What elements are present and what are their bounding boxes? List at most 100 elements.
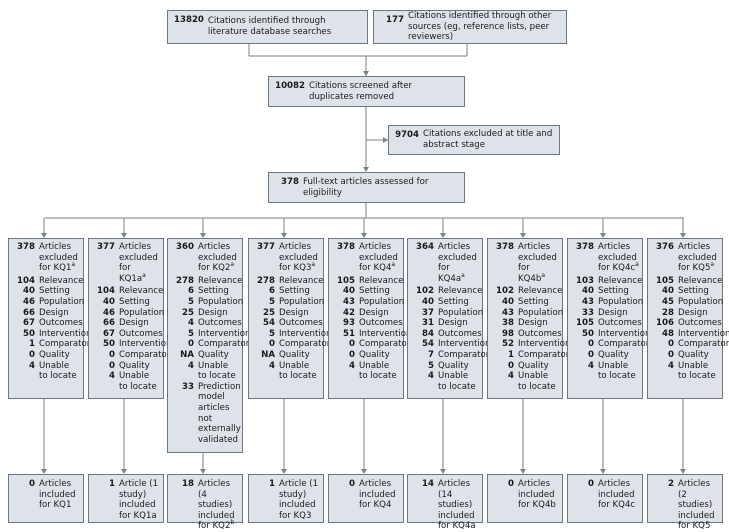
included-count: 14 [422, 479, 434, 489]
exclusion-label: Articles excluded for KQ1a [39, 242, 78, 274]
reason-count: 4 [349, 360, 355, 371]
reason-count: 43 [582, 296, 594, 307]
exclusion-label: Articles excluded for KQ5a [678, 242, 717, 274]
reason-label: Setting [119, 296, 150, 307]
reason-count: 43 [502, 307, 514, 318]
footnote-marker: a [311, 261, 316, 269]
reason-label: Outcomes [438, 328, 482, 339]
reason-count: 33 [182, 381, 194, 392]
reason-count: 278 [176, 275, 194, 286]
exclusion-header: 376 Articles excluded for KQ5a [650, 242, 719, 274]
footnote-marker: a [461, 271, 465, 279]
reason-count: 4 [29, 360, 35, 371]
reason-count: 0 [588, 349, 594, 360]
reason-count: 7 [428, 349, 434, 360]
reason-count: 28 [662, 307, 674, 318]
reason-count: 52 [502, 339, 514, 350]
exclusion-total: 376 [656, 242, 674, 252]
included-text: Articles included for KQ4b [518, 479, 556, 511]
reason-count: 0 [508, 360, 514, 371]
exclusion-total: 377 [97, 242, 115, 252]
reason-label: Design [119, 318, 149, 329]
included-count: 0 [508, 479, 514, 489]
reason-count: 67 [103, 328, 115, 339]
reason-label: Relevance [678, 275, 723, 286]
reason-count: NA [261, 349, 275, 360]
reason-count: 6 [269, 286, 275, 297]
included-count: 18 [182, 479, 194, 489]
reason-count: 25 [182, 307, 194, 318]
reason-count: 98 [502, 328, 514, 339]
excluded-title-text: Citations excluded at title and abstract… [423, 129, 553, 150]
reason-label: Outcomes [678, 318, 722, 329]
exclusion-label: Articles excluded for KQ4a [359, 242, 398, 274]
reason-count: 84 [422, 328, 434, 339]
reason-count: 40 [103, 296, 115, 307]
footnote-marker: b [230, 519, 235, 527]
reason-label: Outcomes [198, 318, 242, 329]
reason-label: Intervention [438, 339, 491, 350]
reason-label: Unable to locate [279, 360, 317, 382]
reason-count: 33 [582, 307, 594, 318]
footnote-marker: a [391, 261, 396, 269]
reason-count: 6 [188, 286, 194, 297]
reason-label: Intervention [359, 328, 412, 339]
reason-count: 4 [428, 371, 434, 382]
reason-label: Design [39, 307, 69, 318]
reason-count: 278 [257, 275, 275, 286]
reason-label: Outcomes [39, 318, 83, 329]
reason-label: Unable to locate [198, 360, 236, 382]
reason-count: 54 [263, 318, 275, 329]
reason-label: Intervention [119, 339, 172, 350]
included-count: 1 [109, 479, 115, 489]
reason-label: Population [438, 307, 484, 318]
reason-count: 0 [269, 339, 275, 350]
reason-label: Setting [39, 286, 70, 297]
exclusion-label: Articles excluded for KQ3a [279, 242, 318, 274]
reason-count: 4 [508, 371, 514, 382]
reason-count: 50 [23, 328, 35, 339]
reason-count: 0 [109, 349, 115, 360]
reason-count: 67 [23, 318, 35, 329]
reason-count: 40 [502, 296, 514, 307]
reason-label: Intervention [678, 328, 729, 339]
reason-count: 5 [188, 328, 194, 339]
reason-label: Quality [359, 349, 390, 360]
reason-label: Design [198, 307, 228, 318]
reason-count: 105 [337, 275, 355, 286]
included-count: 0 [588, 479, 594, 489]
reason-label: Unable to locate [518, 371, 556, 392]
reason-count: 104 [97, 286, 115, 297]
reason-label: Unable to locate [438, 371, 476, 392]
reason-count: 31 [422, 318, 434, 329]
